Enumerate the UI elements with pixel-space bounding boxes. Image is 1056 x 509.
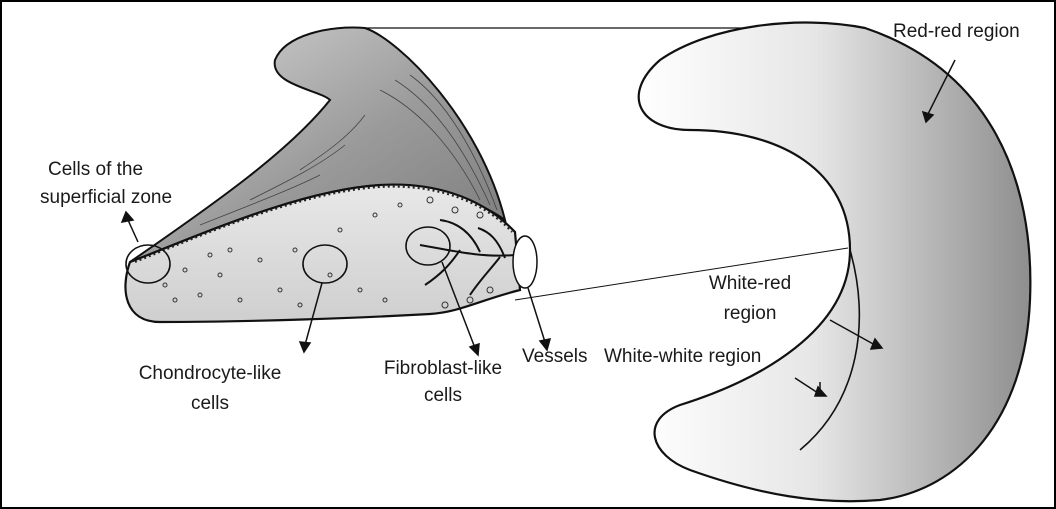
label-chondrocyte-line2: cells	[120, 392, 300, 416]
meniscus-body-shape	[125, 185, 520, 322]
label-red-red-region: Red-red region	[893, 20, 1020, 44]
label-white-white-region: White-white region	[604, 345, 761, 369]
label-fibroblast-line2: cells	[368, 384, 518, 408]
label-white-red-line1: White-red	[700, 272, 800, 296]
label-cells-superficial-line2: superficial zone	[40, 186, 172, 210]
label-white-red-line2: region	[700, 302, 800, 326]
label-fibroblast-line1: Fibroblast-like	[368, 357, 518, 381]
label-chondrocyte-line1: Chondrocyte-like	[120, 362, 300, 386]
label-cells-superficial-line1: Cells of the	[48, 158, 143, 182]
crescent-meniscus-shape	[639, 23, 1031, 502]
vessel-opening	[513, 236, 537, 288]
label-vessels: Vessels	[522, 345, 587, 369]
